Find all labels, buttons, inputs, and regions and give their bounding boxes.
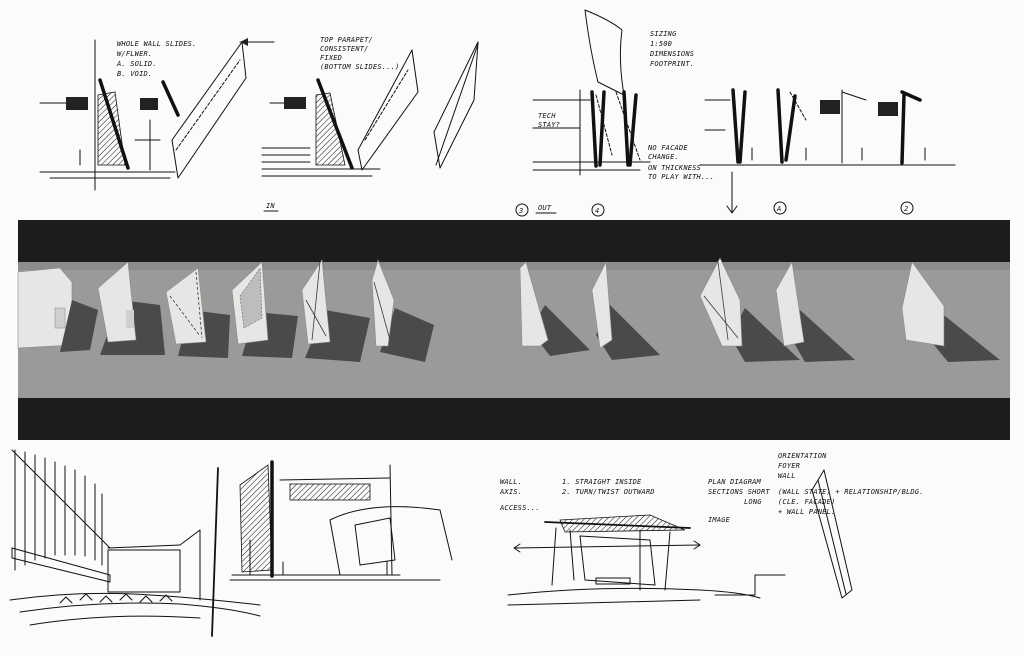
svg-text:ORIENTATION: ORIENTATION bbox=[778, 452, 827, 460]
note-plan-sections: PLAN DIAGRAM SECTIONS SHORT LONG bbox=[708, 478, 770, 506]
svg-text:W/FLWER.: W/FLWER. bbox=[117, 50, 152, 58]
model-wall-6 bbox=[519, 261, 590, 356]
svg-text:3: 3 bbox=[518, 207, 523, 215]
svg-text:WALL.: WALL. bbox=[500, 478, 522, 486]
svg-text:(CLE. FACADE): (CLE. FACADE) bbox=[778, 498, 835, 506]
model-wall-10 bbox=[901, 261, 1000, 362]
marker-a: A bbox=[773, 201, 787, 215]
svg-text:2. TURN/TWIST OUTWARD: 2. TURN/TWIST OUTWARD bbox=[562, 488, 655, 496]
model-wall-9 bbox=[775, 261, 855, 362]
svg-text:TECH: TECH bbox=[538, 112, 556, 120]
top-sketches: WHOLE WALL SLIDES. W/FLWER. A. SOLID. B.… bbox=[39, 9, 956, 217]
model-wall-8 bbox=[699, 257, 800, 362]
svg-text:B. VOID.: B. VOID. bbox=[117, 70, 152, 78]
note-sizing: SIZING 1:500 DIMENSIONS FOOTPRINT. bbox=[649, 30, 694, 68]
svg-text:ACCESS...: ACCESS... bbox=[499, 504, 540, 512]
svg-text:DIMENSIONS: DIMENSIONS bbox=[649, 50, 694, 58]
svg-text:AXIS.: AXIS. bbox=[499, 488, 522, 496]
svg-text:STAY?: STAY? bbox=[538, 121, 560, 129]
section-sketch-bottom bbox=[229, 460, 453, 581]
model-wall-7 bbox=[591, 260, 660, 360]
svg-text:TOP PARAPET/: TOP PARAPET/ bbox=[320, 36, 373, 44]
note-image: IMAGE bbox=[708, 516, 731, 524]
svg-text:LONG: LONG bbox=[744, 498, 762, 506]
svg-text:CONSISTENT/: CONSISTENT/ bbox=[320, 45, 369, 53]
section-sketch-sizing bbox=[532, 9, 651, 176]
model-building bbox=[17, 267, 98, 352]
svg-text:A. SOLID.: A. SOLID. bbox=[116, 60, 157, 68]
model-wall-2 bbox=[165, 267, 230, 358]
svg-text:+ WALL PANEL.: + WALL PANEL. bbox=[778, 508, 835, 516]
svg-text:WHOLE WALL SLIDES.: WHOLE WALL SLIDES. bbox=[117, 40, 196, 48]
note-wall-options: 1. STRAIGHT INSIDE 2. TURN/TWIST OUTWARD bbox=[562, 478, 655, 496]
note-tech-stay: TECH STAY? bbox=[538, 112, 560, 129]
plan-diagram bbox=[507, 469, 853, 606]
svg-text:4: 4 bbox=[595, 207, 599, 215]
model-wall-5 bbox=[371, 259, 434, 362]
note-whole-wall: WHOLE WALL SLIDES. W/FLWER. A. SOLID. B.… bbox=[116, 40, 196, 78]
marker-4: 4 bbox=[591, 203, 605, 217]
svg-text:1. STRAIGHT INSIDE: 1. STRAIGHT INSIDE bbox=[562, 478, 642, 486]
marker-in: IN bbox=[266, 202, 275, 210]
section-sketch-variants bbox=[699, 88, 956, 214]
svg-text:2: 2 bbox=[904, 205, 908, 213]
model-wall-1 bbox=[97, 261, 165, 355]
svg-text:CHANGE.: CHANGE. bbox=[648, 153, 679, 161]
perspective-sketch bbox=[9, 449, 261, 637]
svg-text:ON THICKNESS: ON THICKNESS bbox=[648, 164, 701, 172]
svg-text:SECTIONS SHORT: SECTIONS SHORT bbox=[708, 488, 770, 496]
svg-text:SIZING: SIZING bbox=[650, 30, 677, 38]
svg-text:A: A bbox=[776, 205, 781, 213]
svg-text:1:500: 1:500 bbox=[650, 40, 672, 48]
photo-band-bottom bbox=[18, 398, 1010, 440]
photo-band-top bbox=[18, 220, 1010, 262]
section-sketch-top-parapet bbox=[261, 41, 479, 177]
photo-ground bbox=[18, 262, 1010, 398]
marker-out: OUT bbox=[538, 204, 552, 212]
svg-text:(BOTTOM SLIDES...): (BOTTOM SLIDES...) bbox=[320, 63, 399, 71]
svg-text:(WALL STATE) + RELATIONSHIP/BL: (WALL STATE) + RELATIONSHIP/BLDG. bbox=[778, 488, 924, 496]
model-photo-strip bbox=[17, 220, 1010, 440]
section-sketch-whole-wall bbox=[39, 38, 275, 191]
svg-text:NO FACADE: NO FACADE bbox=[647, 144, 688, 152]
note-wall-axis: WALL. AXIS. ACCESS... bbox=[499, 478, 540, 512]
note-orientation: ORIENTATION FOYER WALL (WALL STATE) + RE… bbox=[778, 452, 924, 516]
note-no-facade: NO FACADE CHANGE. ON THICKNESS TO PLAY W… bbox=[647, 144, 714, 181]
svg-text:TO PLAY WITH...: TO PLAY WITH... bbox=[648, 173, 714, 181]
svg-text:PLAN DIAGRAM: PLAN DIAGRAM bbox=[708, 478, 762, 486]
model-wall-4 bbox=[301, 259, 370, 362]
note-top-parapet: TOP PARAPET/ CONSISTENT/ FIXED (BOTTOM S… bbox=[320, 36, 399, 71]
svg-text:WALL: WALL bbox=[778, 472, 796, 480]
marker-3: 3 bbox=[515, 203, 529, 217]
svg-text:FOOTPRINT.: FOOTPRINT. bbox=[650, 60, 694, 68]
model-wall-3 bbox=[231, 261, 298, 358]
svg-text:FIXED: FIXED bbox=[320, 54, 342, 62]
svg-text:FOYER: FOYER bbox=[778, 462, 800, 470]
marker-2: 2 bbox=[900, 201, 914, 215]
